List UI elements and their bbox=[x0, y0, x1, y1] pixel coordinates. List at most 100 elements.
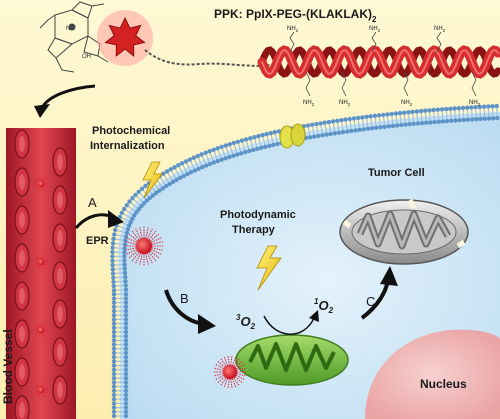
lipid-tail bbox=[233, 144, 238, 153]
red-blood-cell-highlight bbox=[19, 288, 25, 304]
nanoparticle-strand bbox=[149, 233, 160, 242]
lipid-head bbox=[324, 132, 329, 137]
lipid-head bbox=[251, 147, 256, 153]
lipid-head bbox=[127, 223, 132, 228]
nucleus-label: Nucleus bbox=[420, 377, 467, 391]
lipid-head bbox=[272, 130, 277, 135]
lipid-head bbox=[336, 130, 342, 135]
lipid-head bbox=[179, 161, 185, 166]
lipid-head bbox=[113, 227, 118, 233]
lipid-head bbox=[111, 317, 117, 322]
lipid-head bbox=[111, 338, 117, 343]
nanoparticle-core bbox=[38, 327, 44, 333]
cooh-label: OH bbox=[82, 54, 91, 60]
nanoparticle-strand bbox=[233, 377, 240, 387]
lipid-head bbox=[235, 152, 240, 157]
nanoparticle-strand bbox=[34, 258, 39, 262]
lipid-head bbox=[365, 126, 371, 131]
nanoparticle-strand bbox=[131, 230, 140, 241]
lipid-head bbox=[130, 196, 135, 201]
nanoparticle-strand bbox=[38, 264, 41, 270]
lipid-head bbox=[461, 117, 466, 123]
lipid-head bbox=[469, 105, 474, 110]
nanoparticle-strand bbox=[42, 263, 46, 268]
lipid-tail bbox=[171, 170, 177, 179]
lipid-head bbox=[123, 321, 129, 326]
lipid-tail bbox=[316, 125, 319, 134]
nanoparticle-strand bbox=[147, 228, 153, 240]
nanoparticle-strand bbox=[42, 331, 46, 336]
lipid-tail bbox=[174, 168, 180, 177]
epr-label: EPR bbox=[86, 235, 109, 247]
lipid-head bbox=[123, 380, 129, 385]
arrowhead bbox=[34, 104, 50, 118]
lipid-head bbox=[231, 140, 236, 146]
lipid-tail bbox=[366, 118, 369, 127]
lipid-head bbox=[111, 380, 117, 385]
lipid-head bbox=[199, 152, 204, 157]
lipid-head bbox=[195, 153, 200, 159]
nanoparticle-strand bbox=[227, 355, 230, 366]
lipid-tail bbox=[341, 122, 344, 131]
lipid-tail bbox=[262, 136, 266, 146]
nanoparticle-strand bbox=[126, 237, 138, 243]
lipid-head bbox=[357, 127, 362, 132]
lipid-head bbox=[351, 116, 357, 121]
nanoparticle-strand bbox=[36, 263, 40, 268]
lipid-head bbox=[123, 346, 129, 351]
vessel-nanoparticles bbox=[33, 176, 49, 398]
nanoparticle-strand bbox=[230, 355, 233, 366]
lipid-head bbox=[111, 384, 117, 389]
lipid-tail bbox=[115, 280, 124, 283]
klaklak-helix bbox=[257, 31, 500, 97]
nanoparticle-strand bbox=[43, 330, 48, 334]
lipid-head bbox=[394, 123, 400, 128]
therapy-label: Therapy bbox=[232, 224, 276, 236]
red-blood-cell-highlight bbox=[19, 174, 25, 190]
lipid-head bbox=[164, 169, 170, 174]
ppix-burst bbox=[97, 10, 153, 66]
lipid-head bbox=[453, 118, 458, 123]
red-blood-cell-highlight bbox=[19, 250, 25, 266]
lipid-head bbox=[123, 283, 128, 288]
lipid-head bbox=[219, 157, 224, 162]
lipid-head bbox=[122, 262, 127, 267]
lipid-head bbox=[111, 279, 116, 285]
oxygen-arrow bbox=[263, 315, 315, 335]
nanoparticle-strand bbox=[38, 176, 41, 182]
lipid-head bbox=[204, 163, 209, 168]
nh2-label: NH2 bbox=[339, 100, 351, 107]
lipid-head bbox=[110, 245, 115, 250]
lipid-head bbox=[305, 123, 311, 128]
lipid-head bbox=[364, 114, 369, 120]
lipid-head bbox=[123, 359, 129, 364]
lipid-tail bbox=[466, 109, 469, 118]
nanoparticle-strand bbox=[220, 377, 227, 387]
nh2-label: NH2 bbox=[303, 100, 315, 107]
lipid-head bbox=[130, 216, 135, 221]
lipid-head bbox=[477, 104, 483, 110]
lipid-head bbox=[368, 114, 373, 119]
red-blood-cell-highlight bbox=[57, 192, 63, 208]
nanoparticle-strand bbox=[128, 233, 139, 242]
lipid-head bbox=[263, 144, 268, 149]
lipid-head bbox=[111, 288, 117, 293]
nanoparticle-strand bbox=[38, 332, 41, 338]
lipid-head bbox=[161, 171, 166, 176]
lipid-head bbox=[374, 125, 379, 130]
nanoparticle-strand bbox=[43, 326, 48, 330]
lysine-side-chain bbox=[471, 71, 477, 97]
lipid-head bbox=[111, 355, 117, 360]
lipid-head bbox=[200, 164, 205, 170]
lipid-head bbox=[470, 117, 475, 122]
lipid-head bbox=[345, 129, 350, 134]
nanoparticle-strand bbox=[220, 357, 227, 367]
lipid-head bbox=[128, 220, 133, 225]
lipid-head bbox=[111, 392, 117, 398]
lipid-tail bbox=[197, 157, 203, 166]
peg-linker bbox=[144, 49, 271, 67]
lipid-head bbox=[372, 113, 378, 119]
nanoparticle-strand bbox=[233, 357, 240, 367]
lipid-tail bbox=[123, 213, 131, 219]
nanoparticle-entry bbox=[124, 226, 164, 266]
